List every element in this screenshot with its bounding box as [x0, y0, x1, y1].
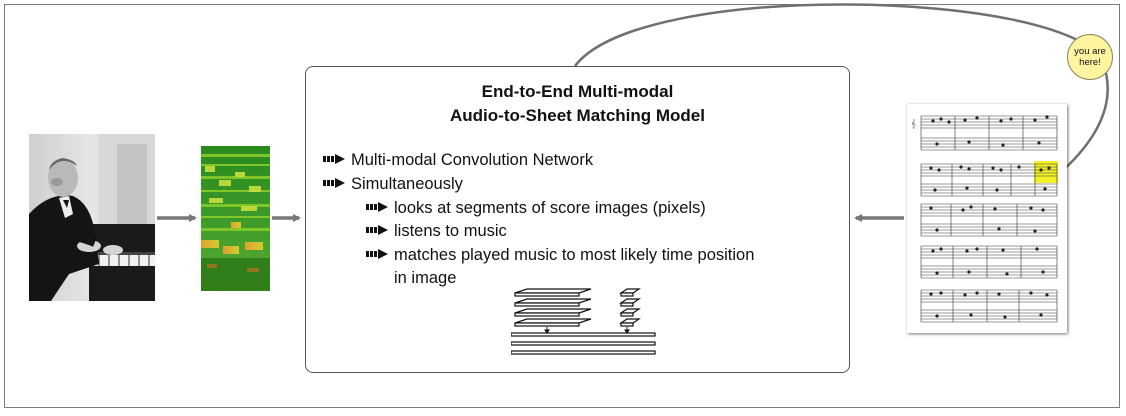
- bullet-continuation: in image: [394, 269, 457, 287]
- network-diagram: [511, 288, 656, 355]
- model-title-line2: Audio-to-Sheet Matching Model: [450, 106, 705, 125]
- bubble-line2: here!: [1079, 57, 1101, 68]
- figure-frame: [4, 4, 1120, 408]
- bullet-text: Simultaneously: [351, 175, 463, 193]
- bullet-arrow-icon: [323, 154, 345, 164]
- sub-bullet-item: listens to music: [366, 221, 507, 241]
- bullet-arrow-icon: [366, 249, 388, 259]
- model-title-line1: End-to-End Multi-modal: [481, 82, 674, 101]
- bullet-item: Multi-modal Convolution Network: [323, 150, 593, 170]
- pianist-photo: [29, 134, 155, 301]
- bullet-arrow-icon: [366, 225, 388, 235]
- bullet-text: Multi-modal Convolution Network: [351, 151, 594, 169]
- bullet-item: Simultaneously: [323, 174, 463, 194]
- sub-bullet-item: looks at segments of score images (pixel…: [366, 198, 706, 218]
- sub-bullet-item: matches played music to most likely time…: [366, 245, 754, 265]
- model-box: End-to-End Multi-modal Audio-to-Sheet Ma…: [305, 66, 850, 373]
- bubble-line1: you are: [1074, 46, 1106, 57]
- bullet-text: matches played music to most likely time…: [394, 246, 755, 264]
- svg-text:𝄞: 𝄞: [911, 119, 916, 128]
- you-are-here-bubble: you are here!: [1067, 34, 1113, 80]
- bullet-arrow-icon: [323, 178, 345, 188]
- spectrogram-image: [201, 146, 270, 291]
- current-position-highlight: [1034, 161, 1058, 183]
- feedback-curve: [574, 3, 1109, 182]
- sheet-music-page: 𝄞: [907, 104, 1067, 333]
- bullet-text: looks at segments of score images (pixel…: [394, 199, 706, 217]
- bullet-arrow-icon: [366, 202, 388, 212]
- bullet-text: listens to music: [394, 222, 507, 240]
